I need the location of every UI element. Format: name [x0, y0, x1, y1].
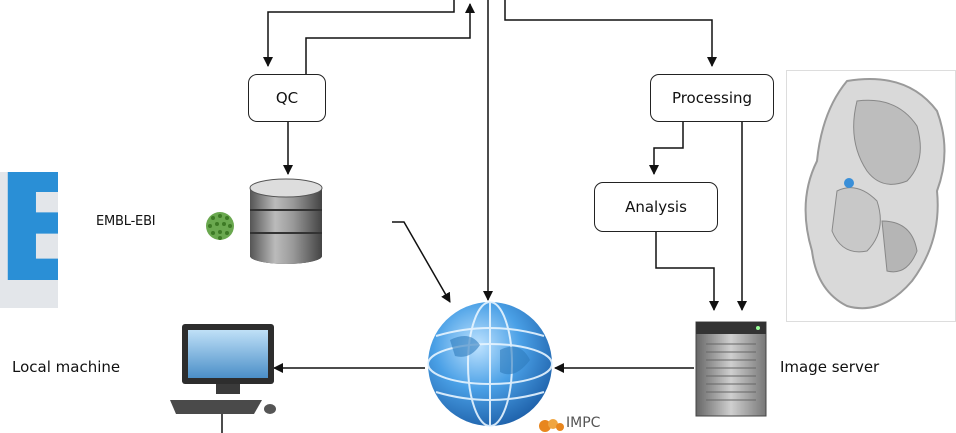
- globe-icon: [427, 301, 553, 427]
- qc-box: QC: [248, 74, 326, 122]
- ebi-logo-icon: [206, 212, 234, 240]
- embryo-image: [786, 70, 956, 322]
- arrow-to-qc: [263, 0, 455, 67]
- computer-icon: [170, 324, 276, 414]
- processing-box: Processing: [650, 74, 774, 122]
- edge-logo: E: [0, 172, 58, 308]
- arrow-analysis-to-server: [655, 232, 719, 311]
- image-server-label: Image server: [780, 358, 880, 376]
- arrow-qc-up: [305, 3, 475, 74]
- arrow-processing-to-analysis: [649, 122, 684, 175]
- processing-label: Processing: [671, 89, 753, 107]
- arrow-to-processing: [504, 0, 717, 67]
- analysis-box: Analysis: [594, 182, 718, 232]
- embl-ebi-label: EMBL-EBI: [96, 214, 156, 229]
- impc-label: IMPC: [566, 415, 601, 431]
- arrow-db-to-globe: [392, 221, 451, 303]
- local-machine-label: Local machine: [12, 358, 121, 376]
- database-icon: [249, 178, 323, 264]
- analysis-label: Analysis: [625, 198, 687, 216]
- edge-logo-letter: E: [0, 172, 58, 308]
- server-icon: [695, 321, 767, 417]
- qc-label: QC: [275, 89, 299, 107]
- impc-logo-icon: [539, 419, 564, 432]
